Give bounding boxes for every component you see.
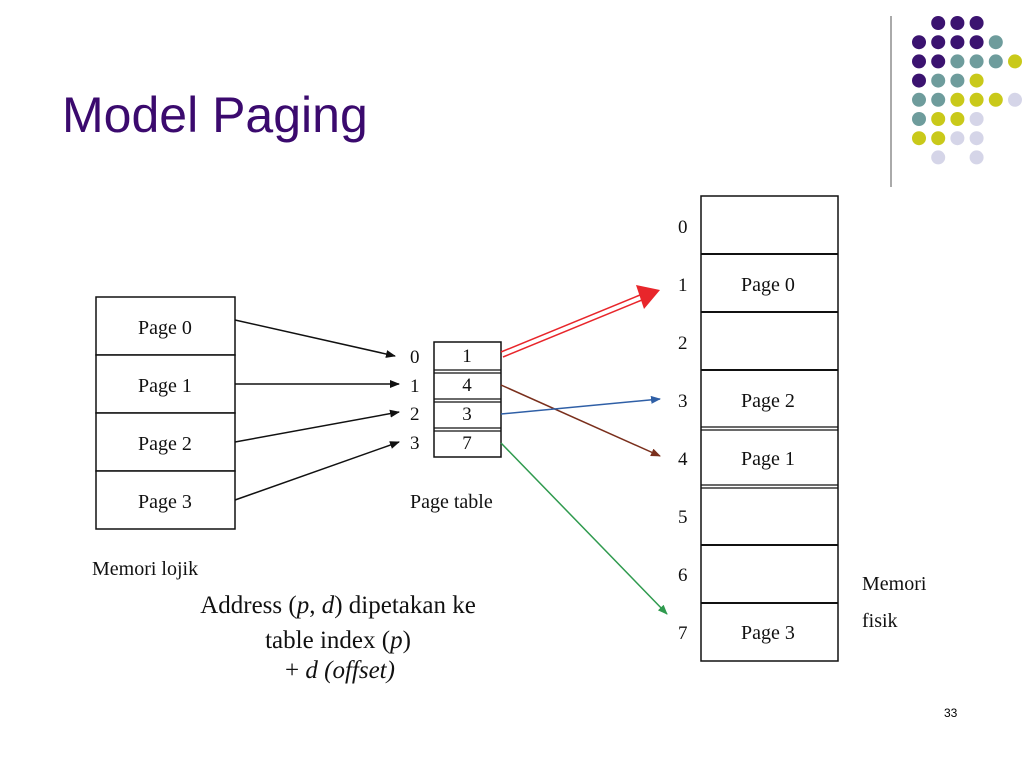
frame-number-3: 3 bbox=[678, 391, 688, 412]
physical-memory: 0 1 2 3 4 5 6 7 Page 0 Page 2 Page 1 Pag… bbox=[678, 195, 927, 662]
table-to-frame-arrows bbox=[500, 285, 668, 615]
slide-number: 33 bbox=[944, 706, 958, 720]
decorative-dot bbox=[969, 112, 984, 126]
frame-7-content: Page 3 bbox=[741, 622, 795, 644]
decorative-dot bbox=[931, 131, 946, 146]
decorative-dot bbox=[988, 54, 1003, 69]
decorative-dot bbox=[912, 112, 926, 126]
decorative-dot bbox=[912, 35, 926, 50]
logical-memory-caption: Memori lojik bbox=[92, 558, 198, 580]
logical-page-2-box bbox=[95, 412, 236, 472]
arrow-red-line-a bbox=[500, 294, 641, 353]
decorative-dot bbox=[950, 112, 965, 126]
decorative-dot bbox=[1008, 54, 1022, 69]
table-frame-0: 1 bbox=[462, 346, 472, 367]
frame-number-7: 7 bbox=[678, 623, 688, 644]
decorative-dot bbox=[969, 35, 984, 50]
decorative-dot bbox=[931, 150, 946, 165]
decorative-dot bbox=[912, 54, 926, 69]
table-index-3: 3 bbox=[410, 433, 420, 454]
decorative-dot bbox=[931, 54, 946, 69]
page-table-caption: Page table bbox=[410, 491, 493, 513]
physical-memory-caption-line2: fisik bbox=[862, 610, 898, 632]
page-table: 0 1 2 3 1 4 3 7 Page table bbox=[410, 341, 502, 513]
decorative-dot bbox=[969, 150, 984, 165]
decorative-dot bbox=[931, 35, 946, 50]
dot-pattern bbox=[912, 16, 1022, 165]
slide-title: Model Paging bbox=[62, 87, 368, 143]
decorative-dot bbox=[969, 73, 984, 88]
logical-page-3-box bbox=[95, 470, 236, 530]
decorative-dot-grid bbox=[890, 16, 1022, 187]
address-note: Address (p, d) dipetakan ke table index … bbox=[200, 592, 476, 684]
decorative-dot bbox=[969, 131, 984, 146]
logical-to-table-arrows bbox=[234, 319, 400, 501]
arrow-page0-to-index0 bbox=[234, 319, 396, 358]
decorative-dot bbox=[931, 92, 946, 107]
table-index-1: 1 bbox=[410, 376, 420, 397]
decorative-dot bbox=[988, 92, 1003, 107]
physical-memory-caption-line1: Memori bbox=[862, 573, 927, 595]
physical-memory-box bbox=[700, 195, 839, 662]
logical-memory: Page 0 Page 1 Page 2 Page 3 Memori lojik bbox=[92, 296, 236, 580]
arrow-red-head bbox=[636, 285, 660, 309]
note-line-2: table index (p) bbox=[265, 627, 411, 654]
logical-page-2-label: Page 2 bbox=[138, 433, 192, 455]
frame-number-1: 1 bbox=[678, 275, 688, 296]
logical-page-1-label: Page 1 bbox=[138, 375, 192, 397]
table-index-0: 0 bbox=[410, 347, 420, 368]
decorative-dot bbox=[950, 35, 965, 50]
decorative-dot bbox=[950, 16, 965, 30]
logical-page-0-label: Page 0 bbox=[138, 317, 192, 339]
arrow-page3-to-index3 bbox=[234, 441, 400, 501]
decorative-dot bbox=[931, 112, 946, 126]
arrow-page2-to-index2 bbox=[234, 409, 400, 443]
decorative-dot bbox=[950, 54, 965, 69]
table-frame-2: 3 bbox=[462, 404, 472, 425]
arrow-frame3 bbox=[500, 395, 661, 415]
decorative-dot bbox=[931, 16, 946, 30]
note-line-3: + d (offset) bbox=[285, 657, 395, 684]
arrow-frame7 bbox=[500, 442, 668, 615]
decorative-dot bbox=[912, 131, 926, 146]
decorative-dot bbox=[1008, 92, 1022, 107]
decorative-dot bbox=[969, 92, 984, 107]
frame-3-content: Page 2 bbox=[741, 390, 795, 412]
logical-page-3-label: Page 3 bbox=[138, 491, 192, 513]
arrow-red-line-b bbox=[502, 299, 643, 358]
decorative-dot bbox=[969, 54, 984, 69]
decorative-dot bbox=[950, 92, 965, 107]
decorative-dot bbox=[988, 35, 1003, 50]
frame-1-content: Page 0 bbox=[741, 274, 795, 296]
frame-number-6: 6 bbox=[678, 565, 688, 586]
frame-number-0: 0 bbox=[678, 217, 688, 238]
decorative-dot bbox=[931, 73, 946, 88]
table-index-2: 2 bbox=[410, 404, 420, 425]
logical-page-1-box bbox=[95, 354, 236, 414]
decorative-dot bbox=[950, 73, 965, 88]
note-line-1: Address (p, d) dipetakan ke bbox=[200, 592, 476, 619]
frame-number-5: 5 bbox=[678, 507, 688, 528]
decorative-dot bbox=[969, 16, 984, 30]
table-frame-1: 4 bbox=[462, 375, 472, 396]
frame-number-2: 2 bbox=[678, 333, 688, 354]
table-frame-3: 7 bbox=[462, 433, 472, 454]
decorative-dot bbox=[912, 92, 926, 107]
frame-number-4: 4 bbox=[678, 449, 688, 470]
frame-4-content: Page 1 bbox=[741, 448, 795, 470]
decorative-dot bbox=[912, 73, 926, 88]
arrow-frame4 bbox=[500, 384, 661, 457]
decorative-dot bbox=[950, 131, 965, 146]
